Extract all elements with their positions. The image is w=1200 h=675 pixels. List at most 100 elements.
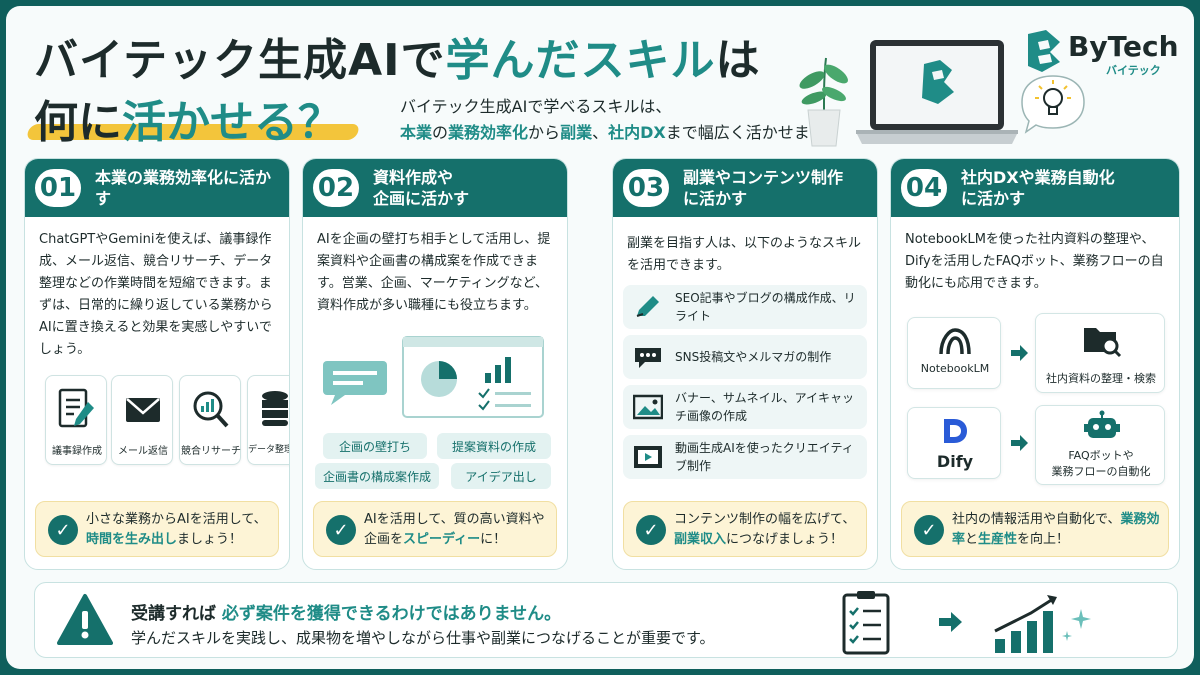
subtitle-hl: 本業 [400,123,433,142]
chat-bubble-icon [635,348,661,368]
card-callout: ✓ AIを活用して、質の高い資料や企画をスピーディーに！ [313,501,557,557]
card-title-line2: に活かす [961,189,1026,208]
callout-pre: 社内の情報活用や自動化で、 [952,512,1121,527]
subtitle-text: 、 [592,123,609,142]
mail-icon [126,398,160,422]
tool-name: NotebookLM [920,362,990,375]
callout-post: ましょう！ [177,532,243,547]
magnifier-chart-icon [193,391,229,428]
skill-row-text: バナー、サムネイル、アイキャッチ画像の作成 [675,391,855,423]
callout-highlight: 副業収入 [674,532,727,547]
skill-row-text: SEO記事やブログの構成作成、リライト [675,291,856,323]
skill-row-banner: バナー、サムネイル、アイキャッチ画像の作成 [623,385,867,429]
card-internal-dx: 04 社内DXや業務自動化に活かす NotebookLMを使った社内資料の整理や… [890,158,1180,570]
bytech-logo-icon [1028,30,1060,72]
document-pen-icon [58,388,94,428]
subtitle-hl: 社内DX [608,123,666,142]
tag-proposal: 提案資料の作成 [437,433,551,459]
infographic-frame: バイテック生成AIで学んだスキルは 何に活かせる？ バイテック生成AIで学べるス… [6,6,1194,669]
callout-text: 社内の情報活用や自動化で、業務効率と生産性を向上！ [952,510,1164,550]
subtitle-text: まで幅広く活かせます。 [665,123,841,142]
page-subtitle: バイテック生成AIで学べるスキルは、 本業の業務効率化から副業、社内DXまで幅広… [400,94,840,146]
subtitle-hl: 業務効率化 [448,123,529,142]
tag-brainstorm: 企画の壁打ち [323,433,427,459]
title-highlight: 学んだスキル [445,35,716,86]
plant-illustration [799,57,848,147]
card-body-text: NotebookLMを使った社内資料の整理や、Difyを活用したFAQボット、業… [905,232,1164,291]
dify-box: Dify [907,407,1001,479]
card-title-line1: 資料作成や [373,168,454,187]
icon-label: メール返信 [118,446,168,457]
database-icon [262,391,288,426]
robot-icon [1084,410,1120,438]
title2-highlight: 活かせる？ [122,97,342,148]
icon-box-database: データ整理 [247,375,290,465]
card-title: 本業の業務効率化に活かす [95,168,272,208]
disclaimer-line2: 学んだスキルを実践し、成果物を増やしながら仕事や副業につなげることが重要です。 [131,629,715,647]
notebooklm-icon [939,328,971,355]
disclaimer-panel: 受講すれば 必ず案件を獲得できるわけではありません。 学んだスキルを実践し、成果… [34,582,1178,658]
card-callout: ✓ コンテンツ制作の幅を広げて、副業収入につなげましょう！ [623,501,867,557]
arrow-right-icon [1011,435,1028,451]
logo-subtitle: バイテック [1106,64,1161,77]
result-box-search: 社内資料の整理・検索 [1035,313,1165,393]
card-number: 01 [33,167,83,209]
card-title-line1: 副業やコンテンツ制作 [683,168,844,187]
subtitle-hl: 副業 [560,123,593,142]
tool-name: Dify [936,452,974,471]
arrow-right-icon [939,612,962,632]
arrow-right-icon [1011,345,1028,361]
tag-ideas: アイデア出し [451,463,551,489]
card-header: 01 本業の業務効率化に活かす [25,159,289,217]
callout-highlight: スピーディー [403,532,481,547]
check-icon: ✓ [48,515,78,545]
callout-mid: と [965,532,979,547]
presentation-illustration [323,336,544,418]
callout-pre: AIを活用して、質の高い資料や企画を [364,512,545,547]
disclaimer-highlight: 必ず案件を獲得できるわけではありません。 [221,604,562,624]
skill-row-video: 動画生成AIを使ったクリエイティブ制作 [623,435,867,479]
subtitle-line2: 本業の業務効率化から副業、社内DXまで幅広く活かせます。 [400,120,840,146]
icon-label: 議事録作成 [52,446,102,457]
page-title-line2: 何に活かせる？ [34,86,342,150]
folder-search-icon [1084,328,1122,358]
disclaimer-text: 受講すれば [131,604,216,624]
callout-pre: 小さな業務からAIを活用して、 [86,512,267,527]
laptop-illustration [856,40,1018,144]
skill-row-sns: SNS投稿文やメルマガの制作 [623,335,867,379]
card-title: 社内DXや業務自動化に活かす [961,159,1151,217]
icon-label: データ整理 [248,445,290,455]
card-number: 02 [311,167,361,209]
card-body-text: AIを企画の壁打ち相手として活用し、提案資料や企画書の構成案を作成できます。営業… [317,232,551,313]
icon-box-research: 競合リサーチ [179,375,241,465]
card-document-planning: 02 資料作成や企画に活かす AIを企画の壁打ち相手として活用し、提案資料や企画… [302,158,568,570]
lightbulb-icon [1021,75,1085,134]
card-title-line2: 企画に活かす [373,189,470,208]
skill-row-text: SNS投稿文やメルマガの制作 [675,350,832,364]
tag-outline: 企画書の構成案作成 [315,463,439,489]
card-header: 04 社内DXや業務自動化に活かす [891,159,1179,217]
title-text-end: は [715,35,761,86]
title2-text: 何に [34,97,122,148]
icon-box-mail: メール返信 [111,375,173,465]
card-side-business: 03 副業やコンテンツ制作に活かす 副業を目指す人は、以下のようなスキルを活用で… [612,158,878,570]
card-header: 02 資料作成や企画に活かす [303,159,567,217]
card-business-efficiency: 01 本業の業務効率化に活かす ChatGPTやGeminiを使えば、議事録作成… [24,158,290,570]
callout-highlight: 時間を生み出し [86,532,178,547]
check-icon: ✓ [636,515,666,545]
check-icon: ✓ [326,515,356,545]
notebooklm-box: NotebookLM [907,317,1001,389]
subtitle-line1: バイテック生成AIで学べるスキルは、 [400,97,672,116]
card-number: 04 [899,167,949,209]
callout-highlight: 業務効率 [952,512,1160,547]
page-title-line1: バイテック生成AIで学んだスキルは [34,24,761,88]
callout-text: 小さな業務からAIを活用して、時間を生み出しましょう！ [86,510,276,550]
card-body-text: ChatGPTやGeminiを使えば、議事録作成、メール返信、競合リサーチ、デー… [39,232,273,357]
warning-icon [57,594,113,645]
result-label: 社内資料の整理・検索 [1046,372,1156,385]
skill-row-seo: SEO記事やブログの構成作成、リライト [623,285,867,329]
callout-text: AIを活用して、質の高い資料や企画をスピーディーに！ [364,510,554,550]
video-icon [634,446,662,468]
dify-icon [944,419,967,443]
checklist-icon [842,591,890,655]
